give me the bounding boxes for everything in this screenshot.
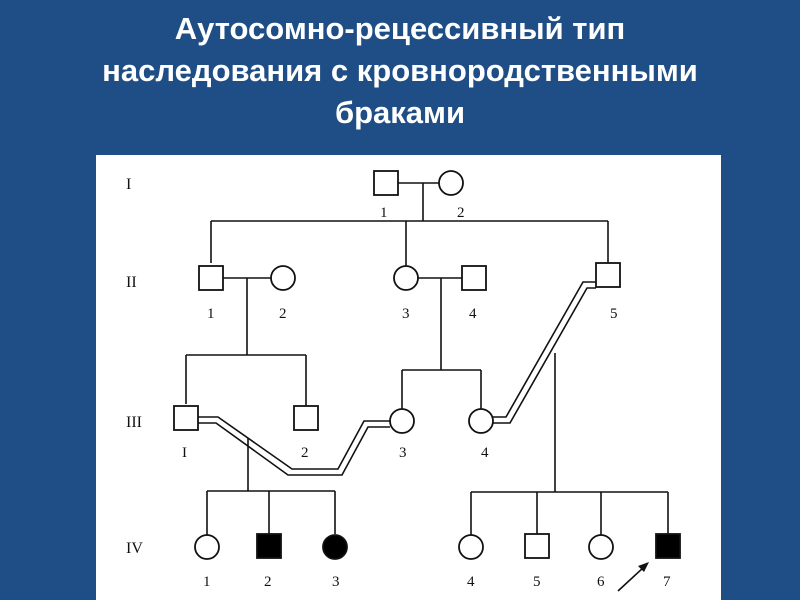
consanguineous-marriage-line — [493, 281, 596, 418]
proband-arrow-icon — [617, 562, 649, 592]
individual-label: I — [182, 445, 187, 461]
individual-label: 4 — [469, 306, 477, 322]
individual-I-2 — [438, 170, 464, 196]
individual-label: 2 — [279, 306, 287, 322]
individual-I-1 — [373, 170, 399, 196]
individual-III-4 — [468, 408, 494, 434]
individual-label: 3 — [399, 445, 407, 461]
individual-IV-2-affected — [256, 533, 282, 559]
individual-label: 2 — [301, 445, 309, 461]
individual-IV-7-affected — [655, 533, 681, 559]
individual-label: 2 — [264, 574, 272, 590]
individual-label: 3 — [402, 306, 410, 322]
individual-IV-5 — [524, 533, 550, 559]
individual-III-2 — [293, 405, 319, 431]
consanguineous-marriage-line — [198, 416, 390, 470]
pedigree-panel: I II III IV — [96, 155, 721, 600]
pedigree-chart: I II III IV — [126, 170, 681, 592]
individual-label: 7 — [663, 574, 671, 590]
individual-IV-3-affected — [322, 534, 348, 560]
individual-label: 3 — [332, 574, 340, 590]
individual-II-1 — [198, 265, 224, 291]
individual-label: 1 — [203, 574, 211, 590]
individual-II-3 — [393, 265, 419, 291]
individual-III-3 — [389, 408, 415, 434]
individual-III-1 — [173, 405, 199, 431]
individual-label: 5 — [610, 306, 618, 322]
generation-label-I: I — [126, 176, 131, 193]
individual-IV-4 — [458, 534, 484, 560]
consanguineous-marriage-line — [493, 287, 596, 424]
slide-title: Аутосомно-рецессивный тип наследования с… — [0, 8, 800, 134]
individual-label: 2 — [457, 205, 465, 221]
individual-II-4 — [461, 265, 487, 291]
individual-label: 4 — [481, 445, 489, 461]
title-line-2: наследования с кровнородственными — [102, 53, 698, 88]
individual-IV-1 — [194, 534, 220, 560]
individual-IV-6 — [588, 534, 614, 560]
title-line-1: Аутосомно-рецессивный тип — [174, 11, 626, 46]
generation-label-IV: IV — [126, 540, 143, 557]
generation-label-II: II — [126, 274, 137, 291]
individual-label: 5 — [533, 574, 541, 590]
individual-II-5 — [595, 262, 621, 288]
generation-label-III: III — [126, 414, 142, 431]
individual-label: 1 — [207, 306, 215, 322]
individual-II-2 — [270, 265, 296, 291]
consanguineous-marriage-line — [198, 422, 390, 476]
individual-label: 1 — [380, 205, 388, 221]
pedigree-lines — [185, 182, 669, 535]
individual-label: 4 — [467, 574, 475, 590]
individual-label: 6 — [597, 574, 605, 590]
title-line-3: браками — [334, 95, 466, 130]
